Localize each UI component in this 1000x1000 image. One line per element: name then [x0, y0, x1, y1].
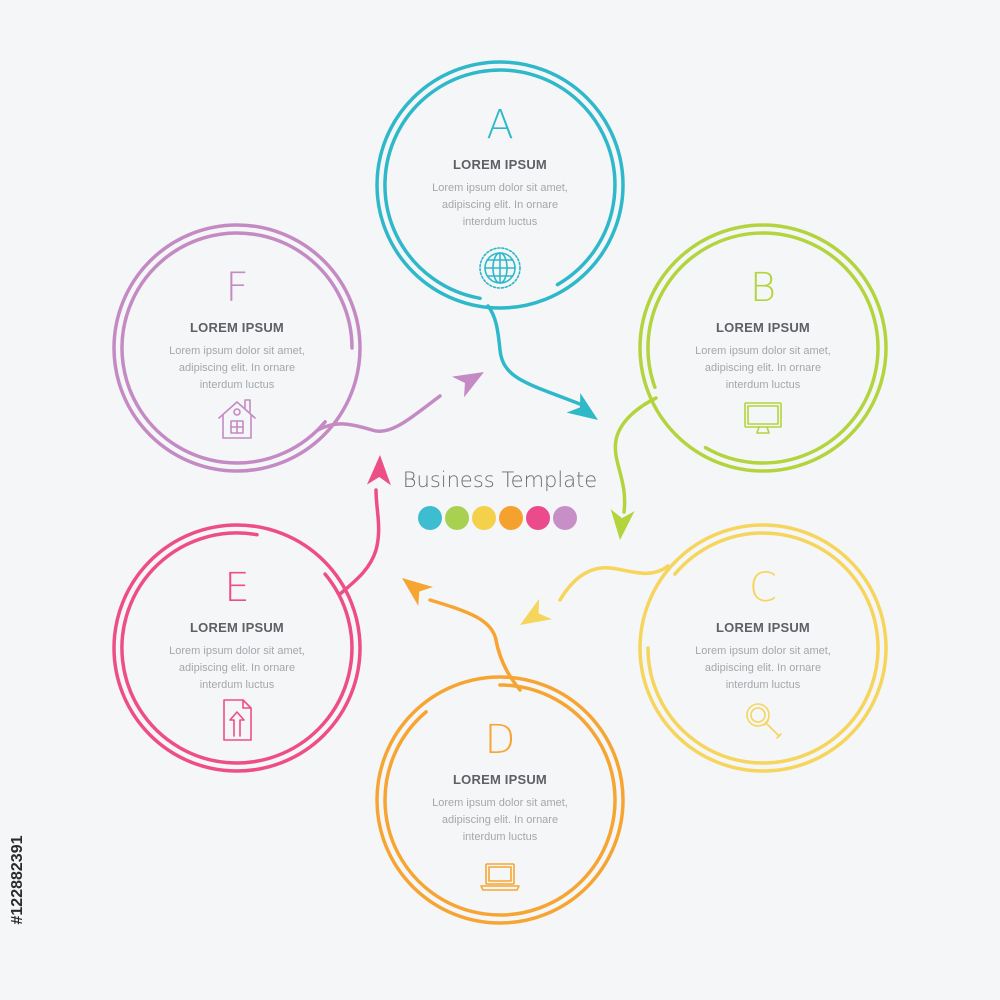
step-circle-c [638, 523, 888, 773]
color-dots [418, 506, 577, 530]
step-body-line: interdum luctus [462, 831, 538, 843]
step-title: LOREM IPSUM [190, 620, 284, 635]
inner-arc [646, 231, 880, 465]
outer-ring [638, 223, 888, 473]
arrowhead-icon [402, 578, 434, 606]
color-dot [553, 506, 577, 530]
step-circle-e [112, 523, 362, 773]
step-body-line: adipiscing elit. In ornare [704, 662, 822, 674]
outer-ring [112, 523, 362, 773]
step-circle-d [375, 675, 625, 925]
center-title: Business Template [402, 468, 598, 492]
step-body-line: Lorem ipsum dolor sit amet, [169, 345, 305, 357]
inner-arc [383, 683, 617, 917]
step-body: Lorem ipsum dolor sit amet, adipiscing el… [147, 643, 327, 694]
step-title: LOREM IPSUM [716, 320, 810, 335]
step-body-line: Lorem ipsum dolor sit amet, [432, 182, 568, 194]
step-e: E LOREM IPSUM Lorem ipsum dolor sit amet, a… [147, 566, 327, 694]
step-title: LOREM IPSUM [716, 620, 810, 635]
color-dot [445, 506, 469, 530]
connector-f [316, 394, 442, 433]
outer-ring [375, 675, 625, 925]
step-body-line: Lorem ipsum dolor sit amet, [432, 797, 568, 809]
connector-a [486, 304, 587, 408]
outer-ring [638, 523, 888, 773]
step-body-line: adipiscing elit. In ornare [441, 814, 559, 826]
laptop-icon [476, 852, 524, 905]
connector-e [338, 488, 381, 596]
step-circle-b [638, 223, 888, 473]
connector-c [558, 564, 670, 602]
step-body-line: Lorem ipsum dolor sit amet, [695, 645, 831, 657]
inner-arc [646, 531, 880, 765]
step-title: LOREM IPSUM [453, 772, 547, 787]
stock-id-text: #122882391 [9, 835, 26, 925]
step-letter: B [749, 265, 777, 311]
step-letter: E [224, 565, 250, 611]
step-body-line: Lorem ipsum dolor sit amet, [169, 645, 305, 657]
globe-icon [476, 244, 524, 297]
step-letter: C [749, 565, 777, 611]
step-body: Lorem ipsum dolor sit amet, adipiscing el… [410, 795, 590, 846]
arrowhead-icon [520, 598, 552, 625]
step-body-line: adipiscing elit. In ornare [704, 362, 822, 374]
step-body-line: interdum luctus [725, 379, 801, 391]
stock-id-watermark: #122882391 [6, 770, 30, 990]
step-b: B LOREM IPSUM Lorem ipsum dolor sit amet, a… [673, 266, 853, 394]
color-dot [418, 506, 442, 530]
step-body-line: interdum luctus [725, 679, 801, 691]
step-circle-a [375, 60, 625, 310]
step-f: F LOREM IPSUM Lorem ipsum dolor sit amet, a… [147, 266, 327, 394]
step-body-line: adipiscing elit. In ornare [178, 662, 296, 674]
arrowhead-icon [452, 372, 484, 398]
step-title: LOREM IPSUM [453, 157, 547, 172]
color-dot [499, 506, 523, 530]
connector-b [613, 396, 658, 514]
house-icon [213, 394, 261, 447]
step-letter: D [484, 717, 516, 763]
document-upload-icon [213, 696, 261, 749]
step-d: D LOREM IPSUM Lorem ipsum dolor sit amet, a… [410, 718, 590, 846]
step-body-line: interdum luctus [199, 379, 275, 391]
arrowhead-icon [366, 455, 391, 486]
step-body: Lorem ipsum dolor sit amet, adipiscing el… [147, 343, 327, 394]
monitor-icon [739, 394, 787, 447]
outer-ring [112, 223, 362, 473]
color-dot [526, 506, 550, 530]
step-letter: F [225, 265, 249, 311]
step-c: C LOREM IPSUM Lorem ipsum dolor sit amet, a… [673, 566, 853, 694]
step-body: Lorem ipsum dolor sit amet, adipiscing el… [410, 180, 590, 231]
inner-arc [120, 531, 354, 765]
step-body: Lorem ipsum dolor sit amet, adipiscing el… [673, 343, 853, 394]
step-letter: A [486, 102, 514, 148]
step-body-line: interdum luctus [199, 679, 275, 691]
step-body-line: Lorem ipsum dolor sit amet, [695, 345, 831, 357]
connector-d [428, 598, 522, 692]
inner-arc [383, 68, 617, 301]
inner-arc [120, 231, 354, 465]
step-a: A LOREM IPSUM Lorem ipsum dolor sit amet, a… [410, 103, 590, 231]
step-body-line: adipiscing elit. In ornare [441, 199, 559, 211]
step-circle-f [112, 223, 362, 473]
step-title: LOREM IPSUM [190, 320, 284, 335]
arrowhead-icon [610, 509, 635, 540]
outer-ring [375, 60, 625, 310]
color-dot [472, 506, 496, 530]
step-body-line: adipiscing elit. In ornare [178, 362, 296, 374]
arrowhead-icon [566, 392, 598, 420]
step-body: Lorem ipsum dolor sit amet, adipiscing el… [673, 643, 853, 694]
step-body-line: interdum luctus [462, 216, 538, 228]
magnifier-icon [739, 696, 787, 749]
